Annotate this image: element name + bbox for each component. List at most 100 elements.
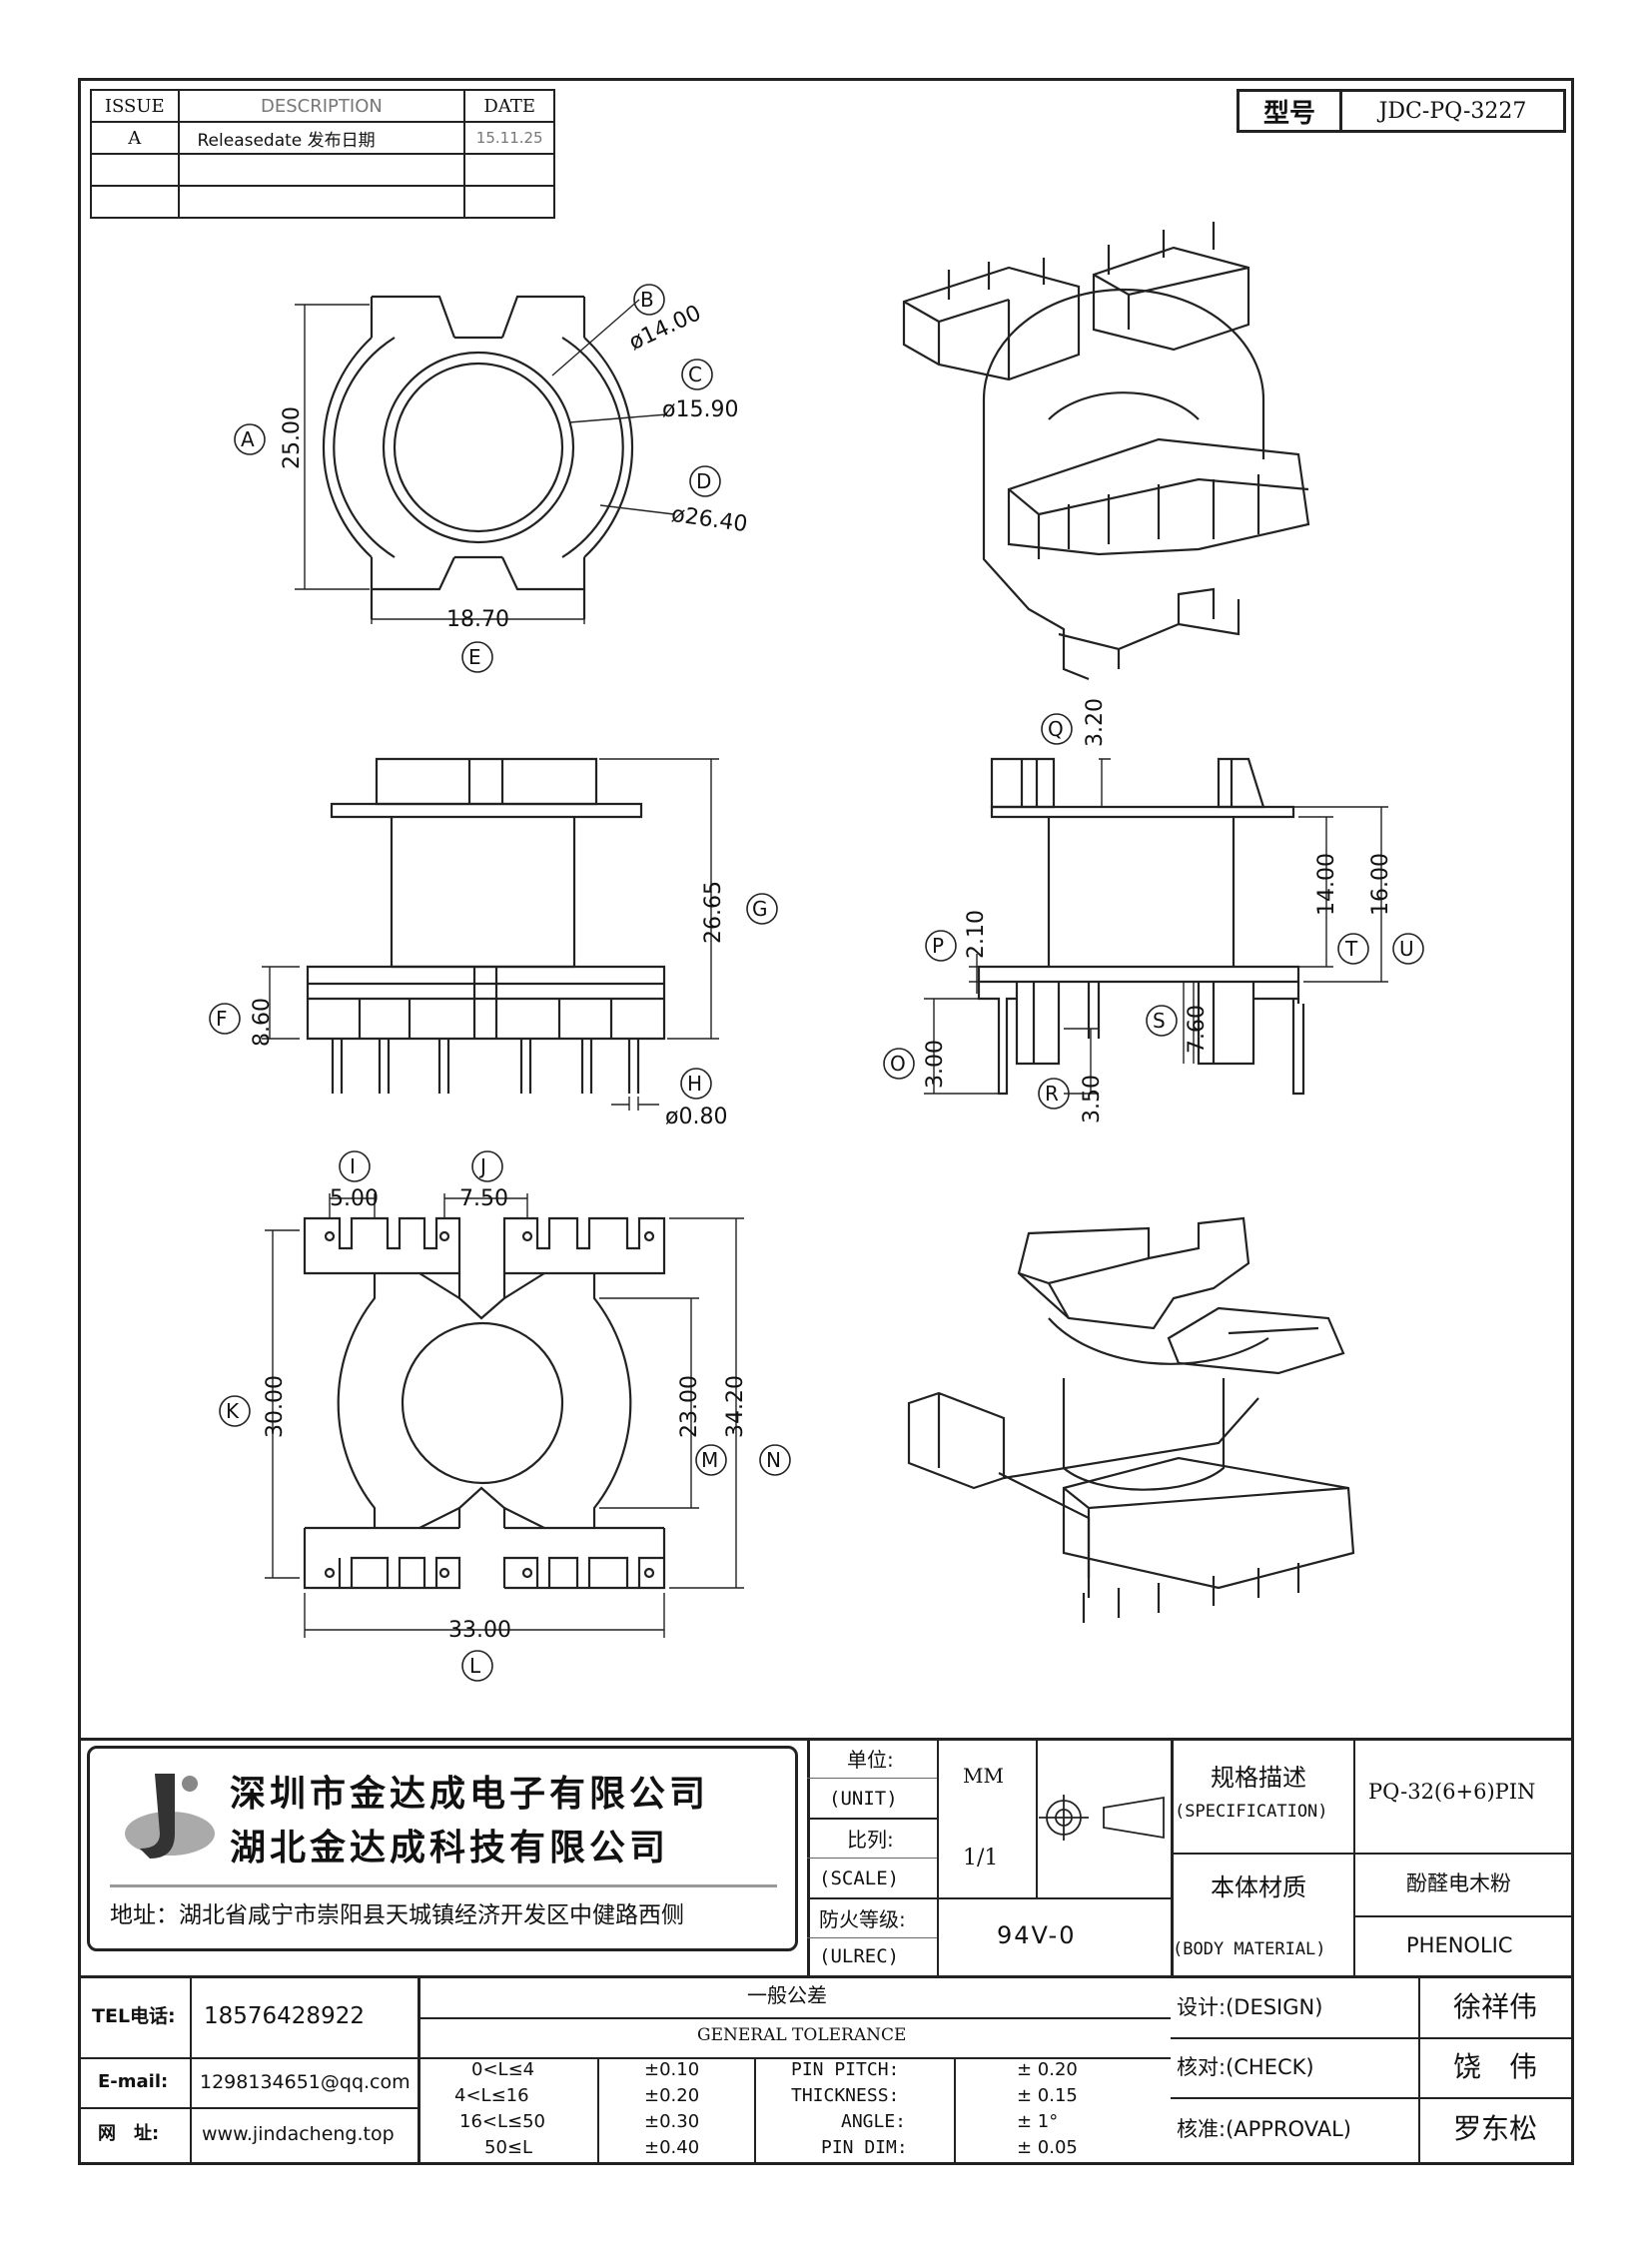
scale-value: 1/1 — [963, 1846, 999, 1870]
tel-label: TEL电话: — [92, 2005, 176, 2027]
iso-view-bottom — [907, 1216, 1355, 1623]
dim-value-t: 14.00 — [1314, 853, 1339, 916]
side-view — [924, 757, 1388, 1096]
email-label: E-mail: — [98, 2071, 169, 2092]
dim-letter-i: I — [350, 1154, 356, 1178]
dim-value-p: 2.10 — [964, 910, 989, 959]
dim-letter-j: J — [480, 1154, 486, 1178]
dim-value-r: 3.50 — [1080, 1075, 1105, 1123]
email-value: 1298134651@qq.com — [200, 2071, 411, 2093]
dim-letter-k: K — [226, 1399, 240, 1423]
dim-value-n: 34.20 — [723, 1375, 748, 1438]
top-view — [295, 295, 675, 624]
dim-value-u: 16.00 — [1368, 853, 1393, 916]
dim-value-s: 7.60 — [1185, 1005, 1210, 1054]
revision-table: ISSUE DESCRIPTION DATE A Releasedate 发布日… — [90, 89, 555, 219]
tolerance-value-2: ±0.20 — [644, 2085, 700, 2106]
design-label: 设计:(DESIGN) — [1177, 1995, 1323, 2019]
dim-letter-e: E — [468, 645, 481, 669]
dim-letter-o: O — [890, 1052, 906, 1076]
scale-label: 比列: — [847, 1828, 894, 1852]
scale-label-en: (SCALE) — [819, 1868, 900, 1889]
dim-value-i: 5.00 — [330, 1186, 379, 1211]
rev-description: Releasedate 发布日期 — [177, 121, 466, 155]
front-view — [262, 757, 719, 1111]
dim-letter-f: F — [216, 1007, 228, 1031]
spec-pin-pitch-value: ± 0.20 — [1017, 2059, 1078, 2080]
unit-label-en: (UNIT) — [829, 1788, 898, 1810]
dim-letter-b: B — [640, 288, 654, 312]
dim-value-e: 18.70 — [446, 607, 509, 632]
dim-letter-a: A — [241, 427, 255, 451]
iso-view-top — [902, 222, 1310, 681]
tolerance-range-3: 16<L≤50 — [459, 2111, 546, 2132]
part-number-box: 型号 JDC-PQ-3227 — [1237, 89, 1566, 133]
rev-date: 15.11.25 — [463, 121, 555, 155]
tolerance-title-en: GENERAL TOLERANCE — [697, 2025, 907, 2045]
unit-value: MM — [963, 1764, 1004, 1788]
dim-value-m: 23.00 — [677, 1375, 702, 1438]
spec-pin-dim-label: PIN DIM: — [821, 2137, 908, 2158]
dim-letter-n: N — [766, 1448, 781, 1472]
tolerance-range-1: 0<L≤4 — [471, 2059, 535, 2080]
spec-pin-dim-value: ± 0.05 — [1017, 2137, 1078, 2158]
approval-label: 核准:(APPROVAL) — [1177, 2117, 1351, 2141]
dim-value-g: 26.65 — [701, 881, 726, 944]
dim-value-a: 25.00 — [280, 406, 305, 469]
spec-value: PQ-32(6+6)PIN — [1368, 1780, 1536, 1804]
company-logo-box: 深圳市金达成电子有限公司 湖北金达成科技有限公司 地址：湖北省咸宁市崇阳县天城镇… — [87, 1746, 798, 1951]
rev-issue: A — [90, 121, 180, 155]
fire-rating-value: 94V-0 — [997, 1921, 1077, 1949]
fire-rating-label: 防火等级: — [819, 1907, 906, 1931]
part-number-label: 型号 — [1239, 92, 1342, 130]
rev-header-issue: ISSUE — [90, 89, 180, 123]
bottom-view — [265, 1193, 744, 1638]
company-address: 地址：湖北省咸宁市崇阳县天城镇经济开发区中健路西侧 — [110, 1902, 684, 1928]
material-label: 本体材质 — [1211, 1873, 1306, 1901]
check-name: 饶 伟 — [1453, 2050, 1538, 2083]
part-number-value: JDC-PQ-3227 — [1378, 98, 1527, 124]
design-name: 徐祥伟 — [1453, 1990, 1538, 2023]
dim-value-q: 3.20 — [1083, 698, 1108, 747]
rev-header-date: DATE — [463, 89, 555, 123]
dim-letter-l: L — [469, 1654, 481, 1678]
rev-header-description: DESCRIPTION — [177, 89, 466, 123]
projection-symbol — [1039, 1795, 1165, 1841]
dim-letter-r: R — [1045, 1082, 1059, 1106]
approval-name: 罗东松 — [1453, 2112, 1538, 2145]
material-label-en: (BODY MATERIAL) — [1173, 1939, 1326, 1959]
dim-letter-c: C — [688, 363, 702, 386]
company-logo — [125, 1774, 215, 1859]
check-label: 核对:(CHECK) — [1177, 2055, 1314, 2079]
spec-thickness-value: ± 0.15 — [1017, 2085, 1078, 2106]
fire-rating-label-en: (ULREC) — [819, 1945, 900, 1967]
dim-letter-p: P — [932, 934, 945, 958]
tel-value: 18576428922 — [204, 2003, 365, 2029]
dim-letter-m: M — [701, 1448, 719, 1472]
tolerance-value-3: ±0.30 — [644, 2111, 700, 2132]
dim-value-c: ø15.90 — [662, 397, 739, 422]
tolerance-range-2: 4<L≤16 — [454, 2085, 529, 2106]
tolerance-value-4: ±0.40 — [644, 2137, 700, 2158]
website-label: 网 址: — [98, 2123, 160, 2144]
dim-letter-s: S — [1153, 1009, 1166, 1033]
material-value-en: PHENOLIC — [1406, 1933, 1513, 1957]
spec-label: 规格描述 — [1211, 1764, 1306, 1792]
website-value: www.jindacheng.top — [202, 2123, 395, 2145]
spec-angle-value: ± 1° — [1017, 2111, 1059, 2132]
dim-value-f: 8.60 — [250, 998, 275, 1047]
tolerance-value-1: ±0.10 — [644, 2059, 700, 2080]
company-name-1: 深圳市金达成电子有限公司 — [230, 1774, 710, 1815]
spec-pin-pitch-label: PIN PITCH: — [791, 2059, 900, 2080]
drawing-frame — [78, 78, 1574, 2165]
dim-value-k: 30.00 — [263, 1375, 288, 1438]
dim-letter-t: T — [1345, 937, 1358, 961]
dim-letter-u: U — [1399, 937, 1414, 961]
dim-value-j: 7.50 — [459, 1186, 508, 1211]
dim-letter-q: Q — [1048, 717, 1064, 741]
tolerance-range-4: 50≤L — [484, 2137, 533, 2158]
tolerance-title: 一般公差 — [747, 1983, 827, 2007]
dim-letter-h: H — [687, 1072, 703, 1096]
dim-letter-g: G — [752, 897, 768, 921]
